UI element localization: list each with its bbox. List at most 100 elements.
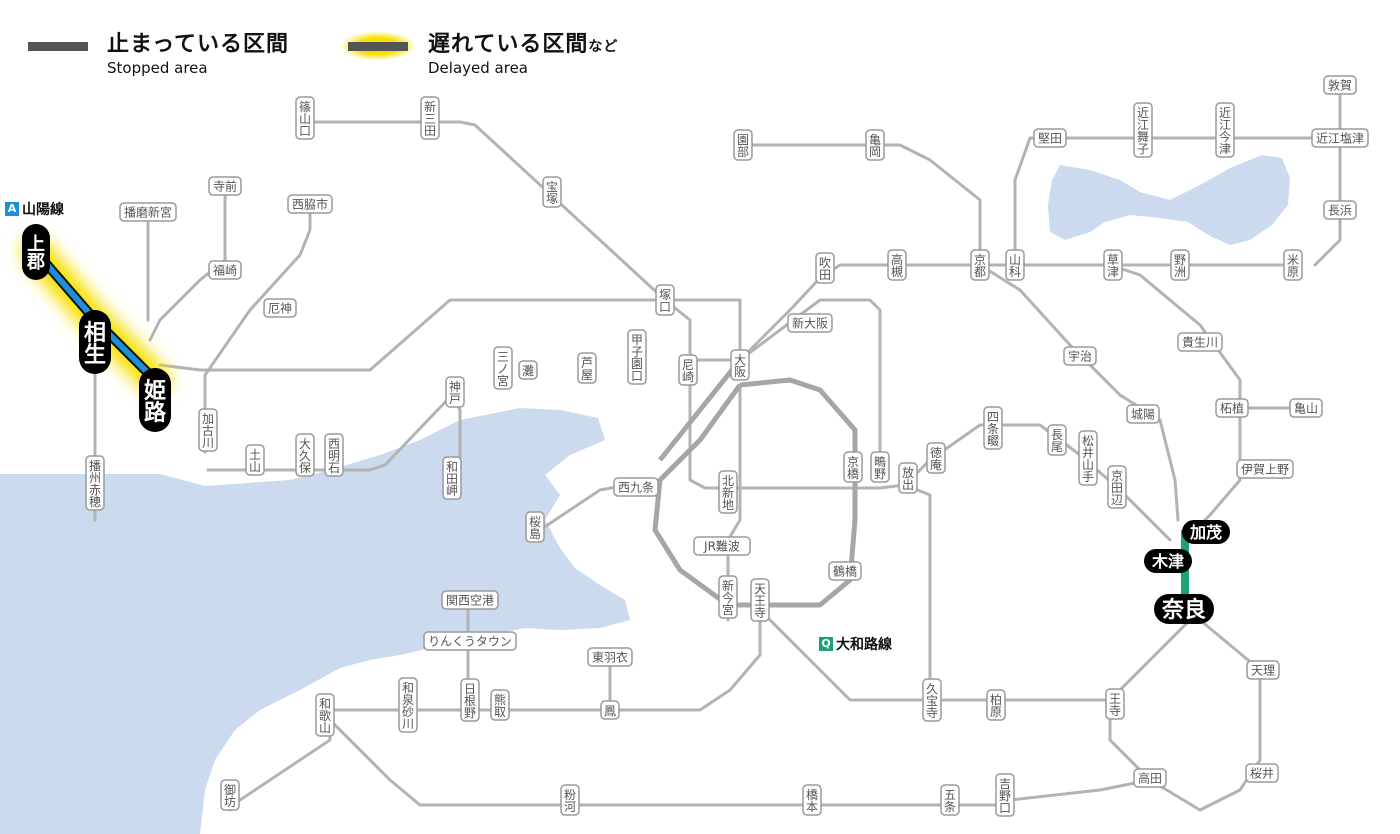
station-JR難波: JR難波 [693, 536, 751, 556]
svg-text:田: 田 [424, 124, 436, 138]
water-layer [0, 155, 1290, 834]
svg-text:島: 島 [529, 526, 541, 541]
svg-text:地: 地 [722, 498, 734, 512]
station-土山: 土山 [245, 444, 265, 476]
svg-text:江: 江 [1219, 118, 1231, 132]
svg-text:州: 州 [89, 471, 101, 485]
track-segment [758, 608, 1192, 702]
svg-text:原: 原 [1287, 265, 1299, 279]
station-西九条: 西九条 [613, 477, 659, 497]
svg-text:京: 京 [1111, 469, 1123, 483]
svg-text:宮: 宮 [497, 373, 509, 388]
svg-text:福崎: 福崎 [213, 263, 237, 278]
svg-text:井: 井 [1082, 446, 1094, 460]
legend-stopped-en: Stopped area [107, 59, 208, 77]
svg-text:郡: 郡 [26, 252, 45, 273]
station-加古川: 加古川 [198, 408, 218, 452]
svg-text:高: 高 [891, 252, 903, 267]
svg-text:久: 久 [926, 682, 938, 696]
svg-text:新: 新 [722, 485, 734, 500]
svg-text:阪: 阪 [734, 365, 746, 379]
svg-text:桜井: 桜井 [1250, 767, 1274, 781]
track-segment [1108, 263, 1242, 532]
svg-text:亀山: 亀山 [1294, 402, 1318, 416]
svg-text:りんくうタウン: りんくうタウン [428, 635, 512, 649]
station-園部: 園部 [733, 129, 753, 161]
track-segment [738, 143, 982, 267]
legend-delayed-suffix: など [588, 39, 619, 55]
svg-text:手: 手 [1082, 470, 1094, 484]
svg-text:西脇市: 西脇市 [292, 197, 328, 212]
major-station-上郡: 上郡 [22, 224, 50, 280]
station-新三田: 新三田 [420, 96, 440, 140]
svg-text:五: 五 [944, 788, 956, 802]
track-segment [903, 423, 1172, 542]
svg-text:ノ: ノ [497, 362, 509, 376]
svg-text:路: 路 [144, 400, 167, 426]
svg-text:園: 園 [737, 133, 749, 147]
svg-text:松: 松 [1082, 434, 1094, 448]
svg-text:尾: 尾 [1051, 440, 1063, 454]
svg-text:津: 津 [1107, 265, 1119, 279]
svg-text:科: 科 [1009, 265, 1021, 279]
svg-text:京: 京 [974, 253, 986, 267]
track-segment [206, 393, 454, 472]
svg-text:洲: 洲 [1174, 265, 1186, 279]
station-吉野口: 吉野口 [995, 773, 1015, 817]
svg-text:姫: 姫 [144, 378, 166, 404]
station-五条: 五条 [940, 784, 960, 816]
svg-text:坊: 坊 [224, 794, 236, 809]
svg-text:宇治: 宇治 [1068, 350, 1092, 364]
track-segment [303, 108, 907, 490]
stopped-swatch [28, 42, 88, 51]
svg-text:戸: 戸 [449, 392, 461, 406]
svg-text:江: 江 [1137, 118, 1149, 132]
svg-text:吉: 吉 [999, 777, 1011, 791]
svg-text:相: 相 [84, 321, 106, 346]
station-りんくうタウン: りんくうタウン [423, 631, 517, 651]
station-堅田: 堅田 [1033, 128, 1067, 148]
line-label-sanyo: A 山陽線 [4, 198, 68, 220]
station-西脇市: 西脇市 [287, 194, 333, 214]
station-西明石: 西明石 [324, 433, 344, 477]
svg-text:庵: 庵 [930, 457, 942, 472]
svg-text:子: 子 [631, 345, 643, 359]
svg-text:三: 三 [497, 350, 509, 364]
svg-text:口: 口 [299, 124, 311, 138]
svg-text:厄神: 厄神 [268, 302, 292, 316]
svg-text:三: 三 [424, 112, 436, 126]
svg-text:貴生川: 貴生川 [1182, 336, 1218, 350]
svg-text:岬: 岬 [446, 484, 458, 498]
major-station-加茂: 加茂 [1182, 520, 1230, 544]
svg-text:西九条: 西九条 [618, 481, 654, 495]
station-鴫野: 鴫野 [870, 451, 890, 483]
station-大久保: 大久保 [295, 433, 315, 477]
svg-text:伊賀上野: 伊賀上野 [1241, 463, 1289, 477]
station-京都: 京都 [970, 249, 990, 281]
station-北新地: 北新地 [718, 470, 738, 514]
track-segment [903, 483, 932, 702]
station-新今宮: 新今宮 [718, 575, 738, 619]
svg-text:播: 播 [89, 459, 101, 473]
station-厄神: 厄神 [263, 298, 297, 318]
station-王寺: 王寺 [1105, 688, 1125, 720]
legend-delayed-ja: 遅れている区間 [428, 32, 589, 57]
svg-text:根: 根 [464, 694, 476, 708]
station-亀岡: 亀岡 [865, 129, 885, 161]
svg-text:河: 河 [564, 800, 576, 814]
svg-text:石: 石 [328, 461, 340, 475]
svg-text:口: 口 [659, 300, 671, 314]
svg-text:長: 長 [1051, 428, 1063, 442]
station-天理: 天理 [1246, 660, 1280, 680]
svg-text:吹: 吹 [819, 256, 831, 270]
station-関西空港: 関西空港 [441, 590, 499, 610]
station-貴生川: 貴生川 [1177, 332, 1223, 352]
track-segment [148, 188, 227, 342]
delayed-swatch [348, 42, 408, 51]
svg-text:畷: 畷 [987, 434, 999, 448]
station-京田辺: 京田辺 [1107, 465, 1127, 509]
svg-text:播磨新宮: 播磨新宮 [124, 205, 172, 220]
station-城陽: 城陽 [1126, 404, 1160, 424]
